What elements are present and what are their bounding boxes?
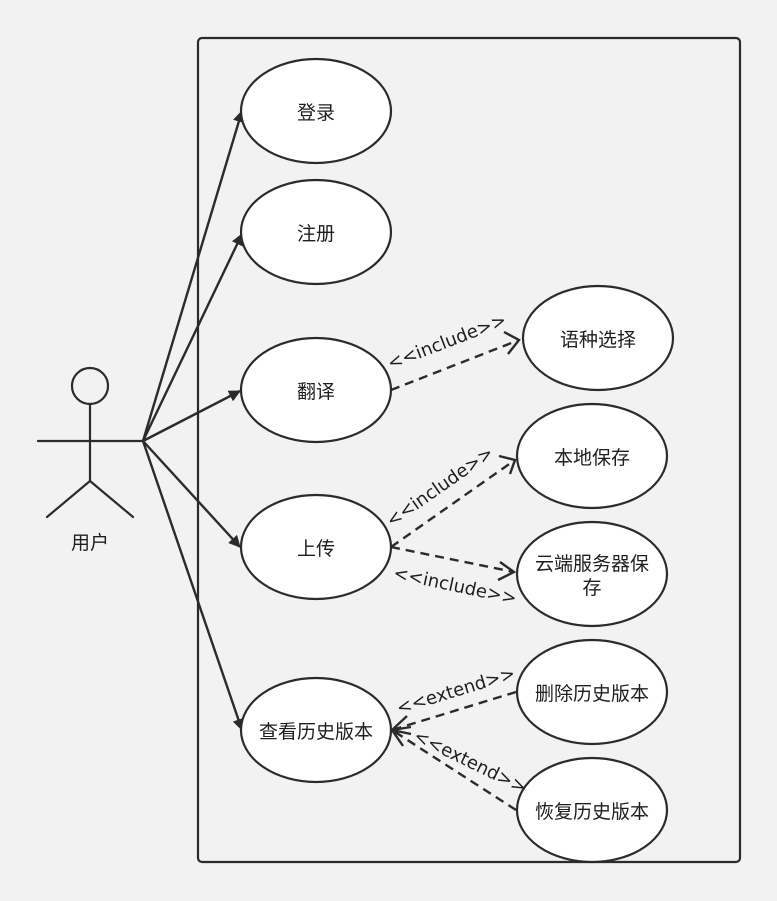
use-case-label: 登录 xyxy=(297,102,335,124)
use-case-register: 注册 xyxy=(239,178,393,286)
actor-user: 用户 xyxy=(36,366,144,554)
association-view-history xyxy=(141,440,245,731)
use-case-label: 翻译 xyxy=(297,381,335,403)
extend-restore-view-arrowhead xyxy=(389,725,412,747)
actor-label: 用户 xyxy=(71,532,109,554)
association-translate xyxy=(142,389,241,443)
include-upload-local-label: <<include>> xyxy=(383,442,498,531)
use-case-label: 查看历史版本 xyxy=(259,721,373,743)
use-case-label-line1: 云端服务器保 xyxy=(535,553,649,575)
use-case-translate: 翻译 xyxy=(239,336,393,444)
use-case-upload: 上传 xyxy=(239,493,393,601)
use-case-restore-history: 恢复历史版本 xyxy=(515,756,669,864)
use-case-label: 语种选择 xyxy=(560,329,636,351)
include-upload-local-arrowhead xyxy=(498,454,517,475)
use-case-ellipse xyxy=(515,756,669,864)
use-case-label: 本地保存 xyxy=(554,447,630,469)
use-case-ellipse xyxy=(515,638,669,746)
association-upload xyxy=(142,440,241,548)
use-case-local-save: 本地保存 xyxy=(515,402,669,510)
include-translate-language-arrowhead xyxy=(503,330,521,355)
include-upload-cloud-arrowhead xyxy=(497,561,517,582)
use-case-language-select: 语种选择 xyxy=(521,284,675,392)
use-case-ellipse xyxy=(515,520,669,628)
association-register xyxy=(141,233,244,442)
use-case-ellipse xyxy=(239,57,393,165)
use-case-ellipse xyxy=(515,402,669,510)
extend-delete-view-line xyxy=(391,690,517,732)
use-case-label: 恢复历史版本 xyxy=(535,801,649,823)
use-case-delete-history: 删除历史版本 xyxy=(515,638,669,746)
use-case-label: 删除历史版本 xyxy=(535,683,649,705)
include-upload-local-line xyxy=(390,459,516,548)
use-case-label: 上传 xyxy=(297,538,335,560)
use-case-ellipse xyxy=(521,284,675,392)
actor-head xyxy=(70,366,110,406)
use-case-ellipse xyxy=(239,178,393,286)
include-translate-language-line xyxy=(390,338,520,392)
actor-right-leg xyxy=(88,479,135,519)
use-case-cloud-save: 云端服务器保 存 xyxy=(515,520,669,628)
actor-left-leg xyxy=(45,479,92,519)
use-case-view-history: 查看历史版本 xyxy=(239,676,393,784)
extend-restore-view-line xyxy=(391,728,517,812)
use-case-login: 登录 xyxy=(239,57,393,165)
use-case-label-line2: 存 xyxy=(582,577,601,599)
system-boundary xyxy=(196,36,742,864)
association-login xyxy=(141,110,245,442)
include-upload-cloud-line xyxy=(390,545,515,574)
extend-restore-view-label: <<extend>> xyxy=(410,726,530,799)
include-translate-language-label: <<include>> xyxy=(385,310,510,375)
use-case-label: 注册 xyxy=(297,223,335,245)
